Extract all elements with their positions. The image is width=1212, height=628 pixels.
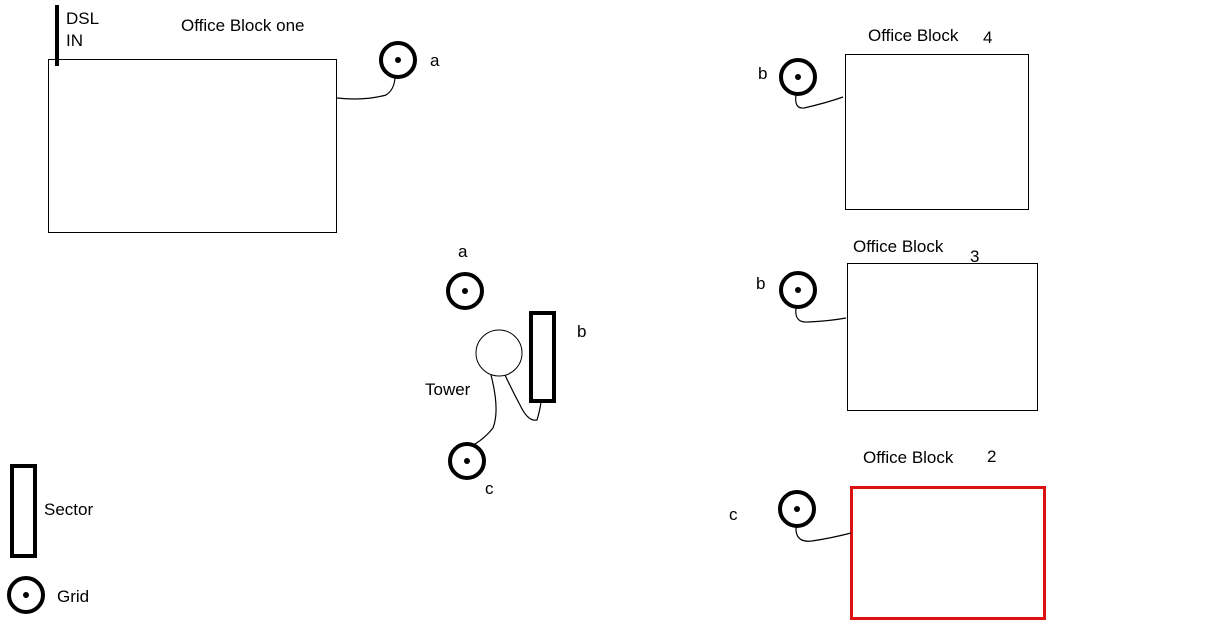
grid-block-two: c [729, 490, 816, 528]
office-block-one-box [48, 59, 337, 233]
grid-icon [779, 271, 817, 309]
tower-group: Tower b a c [425, 242, 586, 498]
tower-icon [475, 329, 523, 377]
dsl-input: DSL IN [55, 5, 99, 66]
grid-block-four-label: b [758, 64, 767, 83]
legend-sector-label: Sector [44, 500, 93, 519]
office-block-two-number: 2 [987, 447, 996, 466]
tower-sector-icon [529, 311, 556, 403]
office-block-two: Office Block 2 [850, 447, 1046, 620]
grid-icon [779, 58, 817, 96]
grid-center-dot [795, 287, 801, 293]
office-block-three-number: 3 [970, 247, 979, 266]
wire-tower-sector [504, 374, 542, 421]
tower-sector-label: b [577, 322, 586, 341]
wire-block-three [795, 307, 847, 323]
legend-grid-icon [7, 576, 45, 614]
office-block-four: Office Block 4 [845, 26, 1029, 210]
grid-block-three-label: b [756, 274, 765, 293]
grid-block-four: b [758, 58, 817, 96]
office-block-three-title: Office Block [853, 237, 944, 256]
dsl-label-line1: DSL [66, 9, 99, 28]
office-block-two-title: Office Block [863, 448, 954, 467]
office-block-one: Office Block one [48, 16, 337, 233]
wire-block-two [795, 526, 852, 542]
grid-icon [448, 442, 486, 480]
grid-center-dot [464, 458, 470, 464]
wire-tower-grid-c [474, 374, 497, 445]
dsl-label-line2: IN [66, 31, 83, 50]
wire-block-four [795, 94, 844, 109]
grid-center-dot [395, 57, 401, 63]
tower-label: Tower [425, 380, 471, 399]
tower-grid-a-label: a [458, 242, 468, 261]
office-block-four-title: Office Block [868, 26, 959, 45]
grid-block-two-label: c [729, 505, 738, 524]
grid-center-dot [23, 592, 29, 598]
office-block-one-title: Office Block one [181, 16, 304, 35]
tower-grid-c-label: c [485, 479, 494, 498]
grid-block-one-label: a [430, 51, 440, 70]
legend: Sector Grid [7, 464, 93, 614]
wire-block-one [336, 77, 396, 100]
legend-sector-icon [10, 464, 37, 558]
legend-grid-label: Grid [57, 587, 89, 606]
grid-block-one: a [379, 41, 440, 79]
grid-center-dot [794, 506, 800, 512]
office-block-three-box [847, 263, 1038, 411]
grid-center-dot [462, 288, 468, 294]
office-block-three: Office Block 3 [847, 237, 1038, 411]
grid-center-dot [795, 74, 801, 80]
grid-icon [778, 490, 816, 528]
office-block-four-box [845, 54, 1029, 210]
grid-block-three: b [756, 271, 817, 309]
office-block-two-box [850, 486, 1046, 620]
grid-icon [379, 41, 417, 79]
grid-icon [446, 272, 484, 310]
office-block-four-number: 4 [983, 28, 992, 47]
